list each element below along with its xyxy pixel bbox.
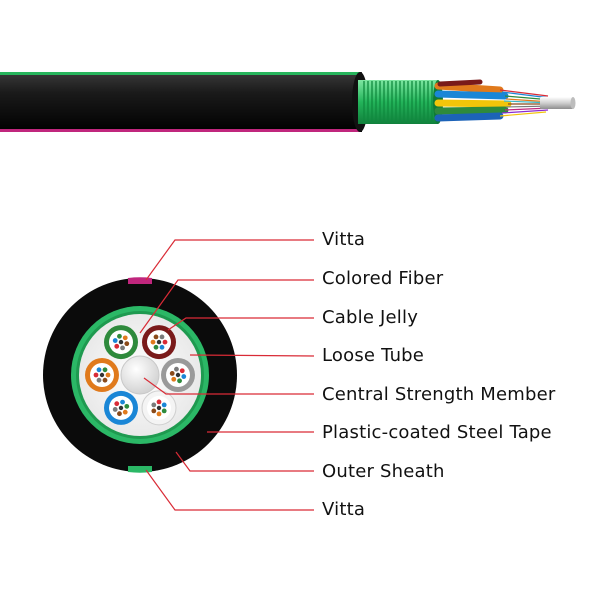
label-loose-tube: Loose Tube [322, 345, 425, 366]
colored-fiber [124, 341, 130, 347]
outer-jacket-side [0, 72, 362, 132]
colored-fiber [117, 333, 122, 339]
colored-fiber [161, 408, 167, 414]
colored-fiber [96, 377, 102, 383]
colored-fiber [181, 374, 187, 379]
colored-fiber [156, 399, 162, 405]
colored-fiber [151, 408, 157, 414]
colored-fiber [120, 345, 125, 351]
leader-central-strength-member [143, 377, 314, 395]
colored-fiber [162, 339, 168, 345]
label-steel-tape: Plastic-coated Steel Tape [322, 422, 552, 443]
leader-colored-fiber [139, 279, 314, 334]
colored-fiber [105, 372, 111, 378]
colored-fiber [156, 411, 162, 417]
loose-tubes [85, 325, 195, 426]
central-strength-member [120, 355, 160, 395]
leader-lines [139, 239, 315, 511]
colored-fiber [114, 401, 120, 407]
leader-cable-jelly [167, 317, 314, 331]
loose-tube [104, 390, 138, 425]
colored-fiber [122, 409, 128, 415]
label-vitta-bottom: Vitta [322, 499, 366, 520]
label-colored-fiber: Colored Fiber [322, 268, 444, 289]
colored-fiber [151, 402, 157, 408]
colored-fiber [153, 334, 159, 340]
colored-fiber [124, 403, 130, 409]
cable-side-view [0, 72, 576, 132]
colored-fiber [177, 378, 182, 384]
colored-fiber [169, 371, 175, 376]
steel-tape-ribs [363, 81, 433, 123]
leader-vitta-bottom [145, 469, 314, 511]
colored-fiber [161, 402, 167, 408]
loose-tube [141, 390, 177, 426]
leader-outer-sheath [175, 451, 314, 472]
label-vitta-top: Vitta [322, 229, 366, 250]
colored-fiber [179, 368, 185, 374]
label-cable-jelly: Cable Jelly [322, 307, 419, 328]
label-central-strength-member: Central Strength Member [322, 384, 556, 405]
rod-end [570, 97, 576, 109]
colored-fiber [159, 344, 165, 350]
loose-tube [142, 325, 176, 360]
colored-fiber [120, 399, 125, 405]
label-outer-sheath: Outer Sheath [322, 461, 445, 482]
colored-fiber [96, 367, 102, 373]
colored-fiber [114, 343, 120, 349]
vitta-top [128, 277, 152, 284]
cable-cross-section [43, 277, 237, 473]
colored-fiber [102, 367, 108, 373]
colored-fiber [122, 335, 128, 341]
loose-tube [161, 358, 195, 392]
colored-fiber [112, 338, 118, 343]
colored-fiber [159, 334, 165, 340]
loose-tube [104, 325, 138, 360]
central-strength-member-side [540, 97, 573, 109]
colored-fiber [93, 372, 99, 378]
colored-fiber [112, 407, 118, 412]
colored-fiber [150, 339, 156, 345]
colored-fiber [117, 411, 122, 417]
colored-fiber [171, 376, 177, 382]
magenta-stripe-bottom [0, 129, 360, 132]
green-stripe-top [0, 72, 360, 75]
steel-tape-side [358, 80, 438, 124]
vitta-bottom [128, 466, 152, 473]
loose-tubes-side [434, 79, 512, 122]
colored-fiber [153, 344, 159, 350]
leader-loose-tube [189, 354, 315, 357]
colored-fiber [102, 377, 108, 383]
leader-vitta-top [145, 239, 314, 281]
colored-fiber [174, 366, 179, 372]
loose-tube [85, 358, 119, 392]
